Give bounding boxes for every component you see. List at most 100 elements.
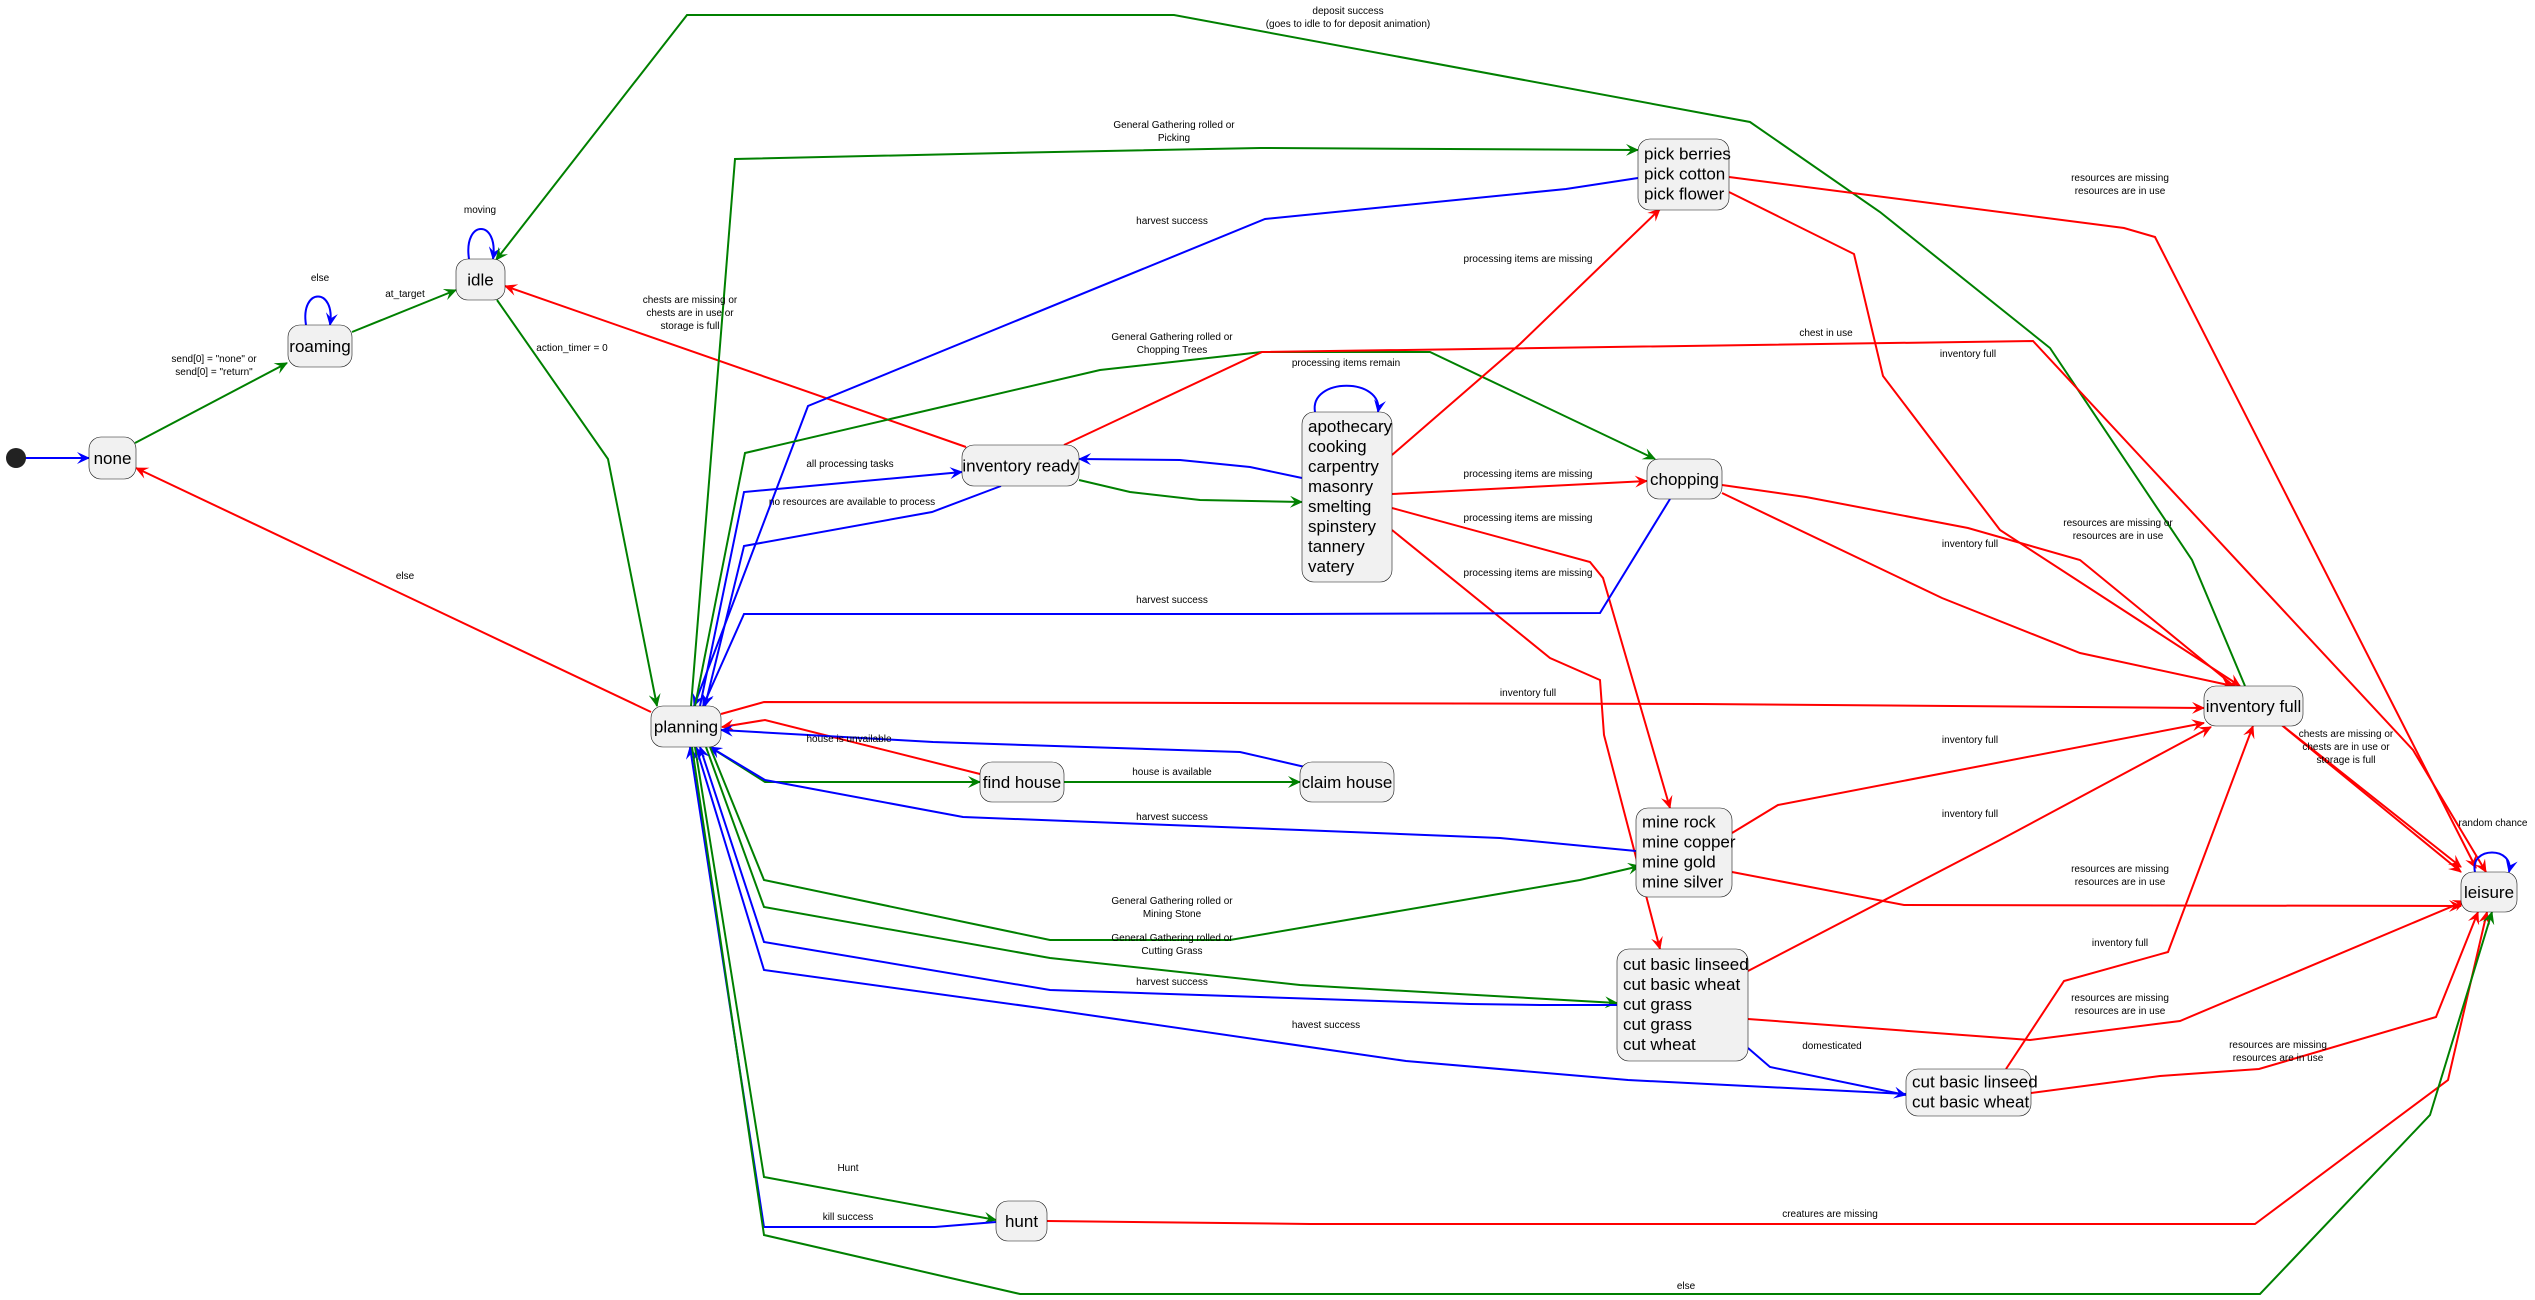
- state-label: chopping: [1650, 470, 1719, 489]
- transition-invready-idle: [504, 284, 967, 448]
- state-box: [1616, 948, 1749, 1062]
- state-label: mine silver: [1642, 873, 1724, 892]
- state-label: pick cotton: [1644, 165, 1725, 184]
- transition-leisure-self: [2473, 851, 2518, 873]
- transition-label: resources are missing: [2071, 993, 2169, 1004]
- state-claim-house[interactable]: claim house: [1299, 761, 1395, 803]
- transition-label: chests are missing or: [643, 295, 738, 306]
- transition-label: resources are missing: [2071, 173, 2169, 184]
- state-label: none: [94, 449, 132, 468]
- transition-processing-self: [1313, 384, 1386, 413]
- transition-label: General Gathering rolled or: [1111, 332, 1233, 343]
- state-label: roaming: [289, 337, 350, 356]
- transition-pick-invfull: [1728, 191, 2241, 687]
- transition-label: General Gathering rolled or: [1111, 933, 1233, 944]
- state-box: [1905, 1068, 2032, 1117]
- state-label: vatery: [1308, 557, 1355, 576]
- state-box: [287, 324, 353, 368]
- transition-planning-leisure: [691, 746, 2495, 1295]
- transition-label: else: [396, 571, 415, 582]
- transition-label: at_target: [385, 289, 425, 300]
- transition-invfull-leisure: [2282, 725, 2462, 868]
- transition-label: General Gathering rolled or: [1111, 896, 1233, 907]
- transition-label: chests are in use or: [646, 308, 734, 319]
- state-box: [1301, 411, 1393, 583]
- state-box: [88, 436, 137, 480]
- state-leisure[interactable]: leisure: [2460, 871, 2518, 913]
- state-none[interactable]: none: [88, 436, 137, 480]
- transition-claimhouse-planning: [720, 724, 1306, 768]
- state-label: mine copper: [1642, 833, 1736, 852]
- state-label: cooking: [1308, 437, 1367, 456]
- transition-invready-planning: [702, 485, 1002, 707]
- transition-label: Cutting Grass: [1141, 946, 1202, 957]
- state-label: mine gold: [1642, 853, 1716, 872]
- transition-cutdomestic-leisure: [2030, 911, 2480, 1094]
- transition-planning-hunt: [694, 746, 997, 1224]
- transition-label: resources are in use: [2075, 877, 2166, 888]
- state-label: apothecary: [1308, 417, 1393, 436]
- transition-label: inventory full: [1500, 688, 1556, 699]
- transition-invready-processing: [1078, 479, 1303, 508]
- transition-label: deposit success: [1312, 6, 1383, 17]
- transition-planning-none: [135, 467, 652, 713]
- state-label: cut grass: [1623, 995, 1692, 1014]
- transition-cut-planning: [698, 746, 1617, 1006]
- state-label: cut basic wheat: [1623, 975, 1740, 994]
- transition-processing-cut: [1391, 529, 1663, 950]
- state-label: claim house: [1302, 773, 1393, 792]
- transition-label: harvest success: [1136, 216, 1208, 227]
- state-hunt[interactable]: hunt: [995, 1200, 1048, 1242]
- transition-planning-mine: [709, 746, 1641, 941]
- state-label: masonry: [1308, 477, 1374, 496]
- transition-label: no resources are available to process: [769, 497, 935, 508]
- transition-processing-pick: [1391, 208, 1661, 456]
- state-label: inventory full: [2206, 697, 2301, 716]
- transition-processing-invready: [1078, 453, 1303, 479]
- transition-label: resources are missing: [2229, 1040, 2327, 1051]
- transition-label: resources are in use: [2073, 531, 2164, 542]
- transition-cutdomestic-planning: [693, 746, 1907, 1095]
- state-label: planning: [654, 718, 718, 737]
- state-label: spinstery: [1308, 517, 1377, 536]
- transition-label: all processing tasks: [806, 459, 893, 470]
- state-box: [1637, 138, 1730, 211]
- transition-planning-pick: [690, 143, 1639, 707]
- transition-label: Hunt: [837, 1163, 858, 1174]
- state-box: [650, 705, 722, 748]
- state-box: [2460, 871, 2518, 913]
- transition-idle-self: [467, 228, 501, 260]
- state-label: inventory ready: [962, 457, 1079, 476]
- state-box: [2203, 685, 2304, 727]
- transition-label: havest success: [1292, 1020, 1360, 1031]
- transition-chopping-planning: [702, 498, 1671, 707]
- transition-label: (goes to idle to for deposit animation): [1266, 19, 1431, 30]
- transition-label: domesticated: [1802, 1041, 1861, 1052]
- transition-cut-invfull: [1747, 726, 2212, 972]
- transition-label: chests are in use or: [2302, 742, 2390, 753]
- transition-label: house is available: [1132, 767, 1212, 778]
- state-inventory-full[interactable]: inventory full: [2203, 685, 2304, 727]
- state-inventory-ready[interactable]: inventory ready: [961, 444, 1080, 487]
- state-label: carpentry: [1308, 457, 1379, 476]
- state-label: pick berries: [1644, 145, 1731, 164]
- state-chopping[interactable]: chopping: [1646, 458, 1723, 500]
- transition-label: house is unvailable: [806, 734, 891, 745]
- state-roaming[interactable]: roaming: [287, 324, 353, 368]
- transition-label: processing items are missing: [1464, 513, 1593, 524]
- state-planning[interactable]: planning: [650, 705, 722, 748]
- state-processing[interactable]: apothecarycookingcarpentrymasonrysmeltin…: [1301, 411, 1393, 583]
- state-idle[interactable]: idle: [455, 258, 506, 301]
- transition-chopping-invfull: [1721, 492, 2234, 690]
- transition-label: processing items are missing: [1464, 254, 1593, 265]
- edges-layer: [22, 14, 2518, 1295]
- transition-label: processing items are missing: [1464, 568, 1593, 579]
- transition-label: Mining Stone: [1143, 909, 1202, 920]
- state-find-house[interactable]: find house: [979, 761, 1065, 803]
